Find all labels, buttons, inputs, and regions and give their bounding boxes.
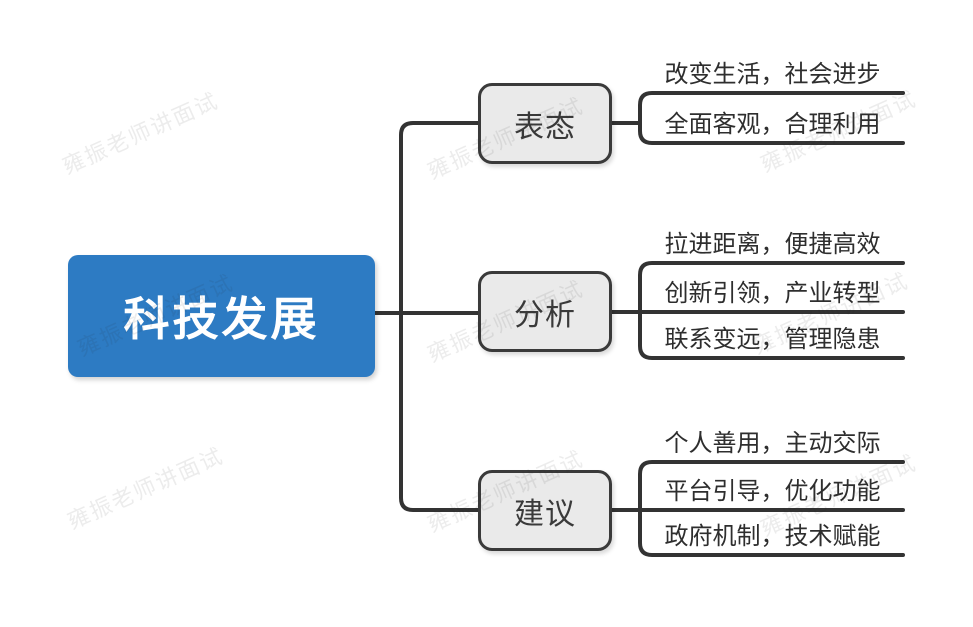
leaf-topic-suggestion-1[interactable]: 个人善用，主动交际 — [664, 430, 881, 457]
root-topic-label: 科技发展 — [123, 293, 320, 345]
leaf-topic-analysis-3[interactable]: 联系变远，管理隐患 — [664, 326, 881, 353]
branch-topic-suggestion-label: 建议 — [514, 497, 576, 531]
root-topic[interactable]: 科技发展 — [68, 255, 375, 377]
leaf-topic-analysis-2[interactable]: 创新引领，产业转型 — [664, 280, 881, 307]
branch-topic-analysis-label: 分析 — [514, 298, 576, 332]
leaf-topic-suggestion-2[interactable]: 平台引导，优化功能 — [664, 478, 881, 505]
leaf-topic-statement-2[interactable]: 全面客观，合理利用 — [664, 111, 881, 138]
branch-topic-suggestion[interactable]: 建议 — [478, 470, 612, 551]
connector-trunk-statement — [399, 121, 480, 315]
connector-statement-leaves — [638, 91, 905, 145]
branch-topic-statement-label: 表态 — [514, 110, 576, 144]
leaf-topic-suggestion-3[interactable]: 政府机制，技术赋能 — [664, 523, 881, 550]
connector-analysis-leaves — [638, 261, 905, 360]
connector-trunk-suggestion — [399, 311, 480, 512]
branch-topic-analysis[interactable]: 分析 — [478, 271, 612, 352]
leaf-topic-analysis-1[interactable]: 拉进距离，便捷高效 — [664, 231, 881, 258]
branch-topic-statement[interactable]: 表态 — [478, 83, 612, 164]
connector-suggestion-leaves — [638, 460, 905, 557]
leaf-topic-statement-1[interactable]: 改变生活，社会进步 — [664, 61, 881, 88]
